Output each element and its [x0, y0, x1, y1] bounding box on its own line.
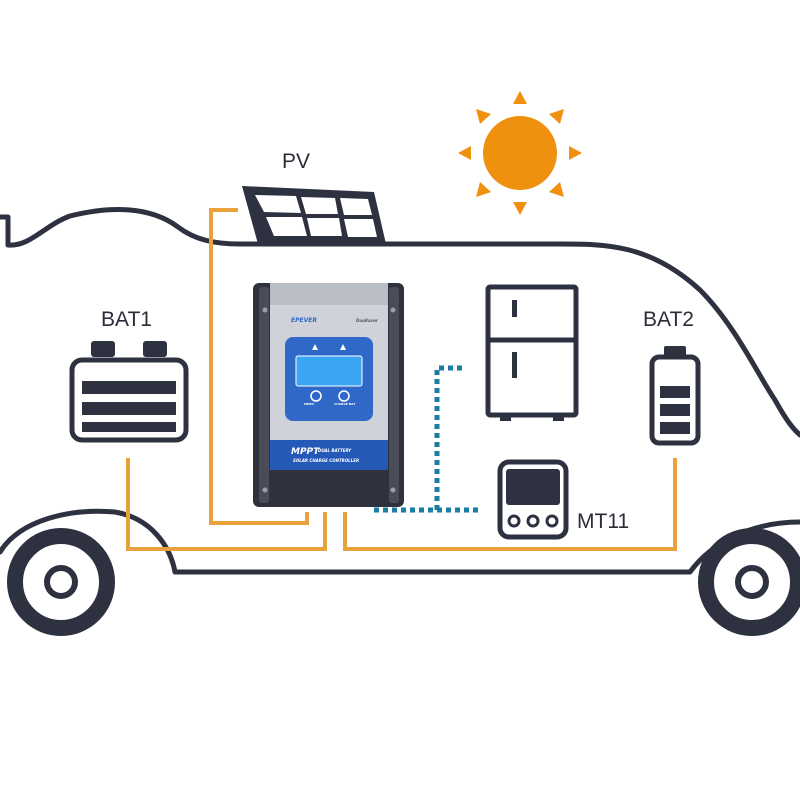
bat1-label: BAT1 [101, 308, 152, 331]
sun-icon [458, 91, 582, 215]
battery-icon [69, 341, 189, 443]
controller-btn-charge: CHARGE BAT [334, 402, 356, 406]
mt11-label: MT11 [577, 510, 629, 533]
pv-label: PV [282, 150, 310, 173]
controller-line2: SOLAR CHARGE CONTROLLER [293, 458, 359, 463]
controller-btn-menu: MENU [304, 402, 315, 406]
solar-panel-icon [242, 186, 386, 244]
controller-line1: DUAL BATTERY [318, 448, 352, 453]
controller-brand: EPEVER [291, 317, 317, 324]
battery-icon [649, 346, 701, 446]
power-wiring [126, 208, 677, 551]
wheel-icon [7, 528, 115, 636]
controller-model: DuoRacer [356, 318, 379, 323]
bat2-label: BAT2 [643, 308, 694, 331]
charge-controller: EPEVER DuoRacer MENU CHARGE BAT MPPT DUA… [253, 283, 404, 507]
wheel-icon [698, 528, 800, 636]
remote-meter-icon [497, 459, 569, 540]
controller-product: MPPT [291, 447, 320, 457]
refrigerator-icon [485, 284, 579, 421]
communication-wiring [374, 365, 482, 513]
